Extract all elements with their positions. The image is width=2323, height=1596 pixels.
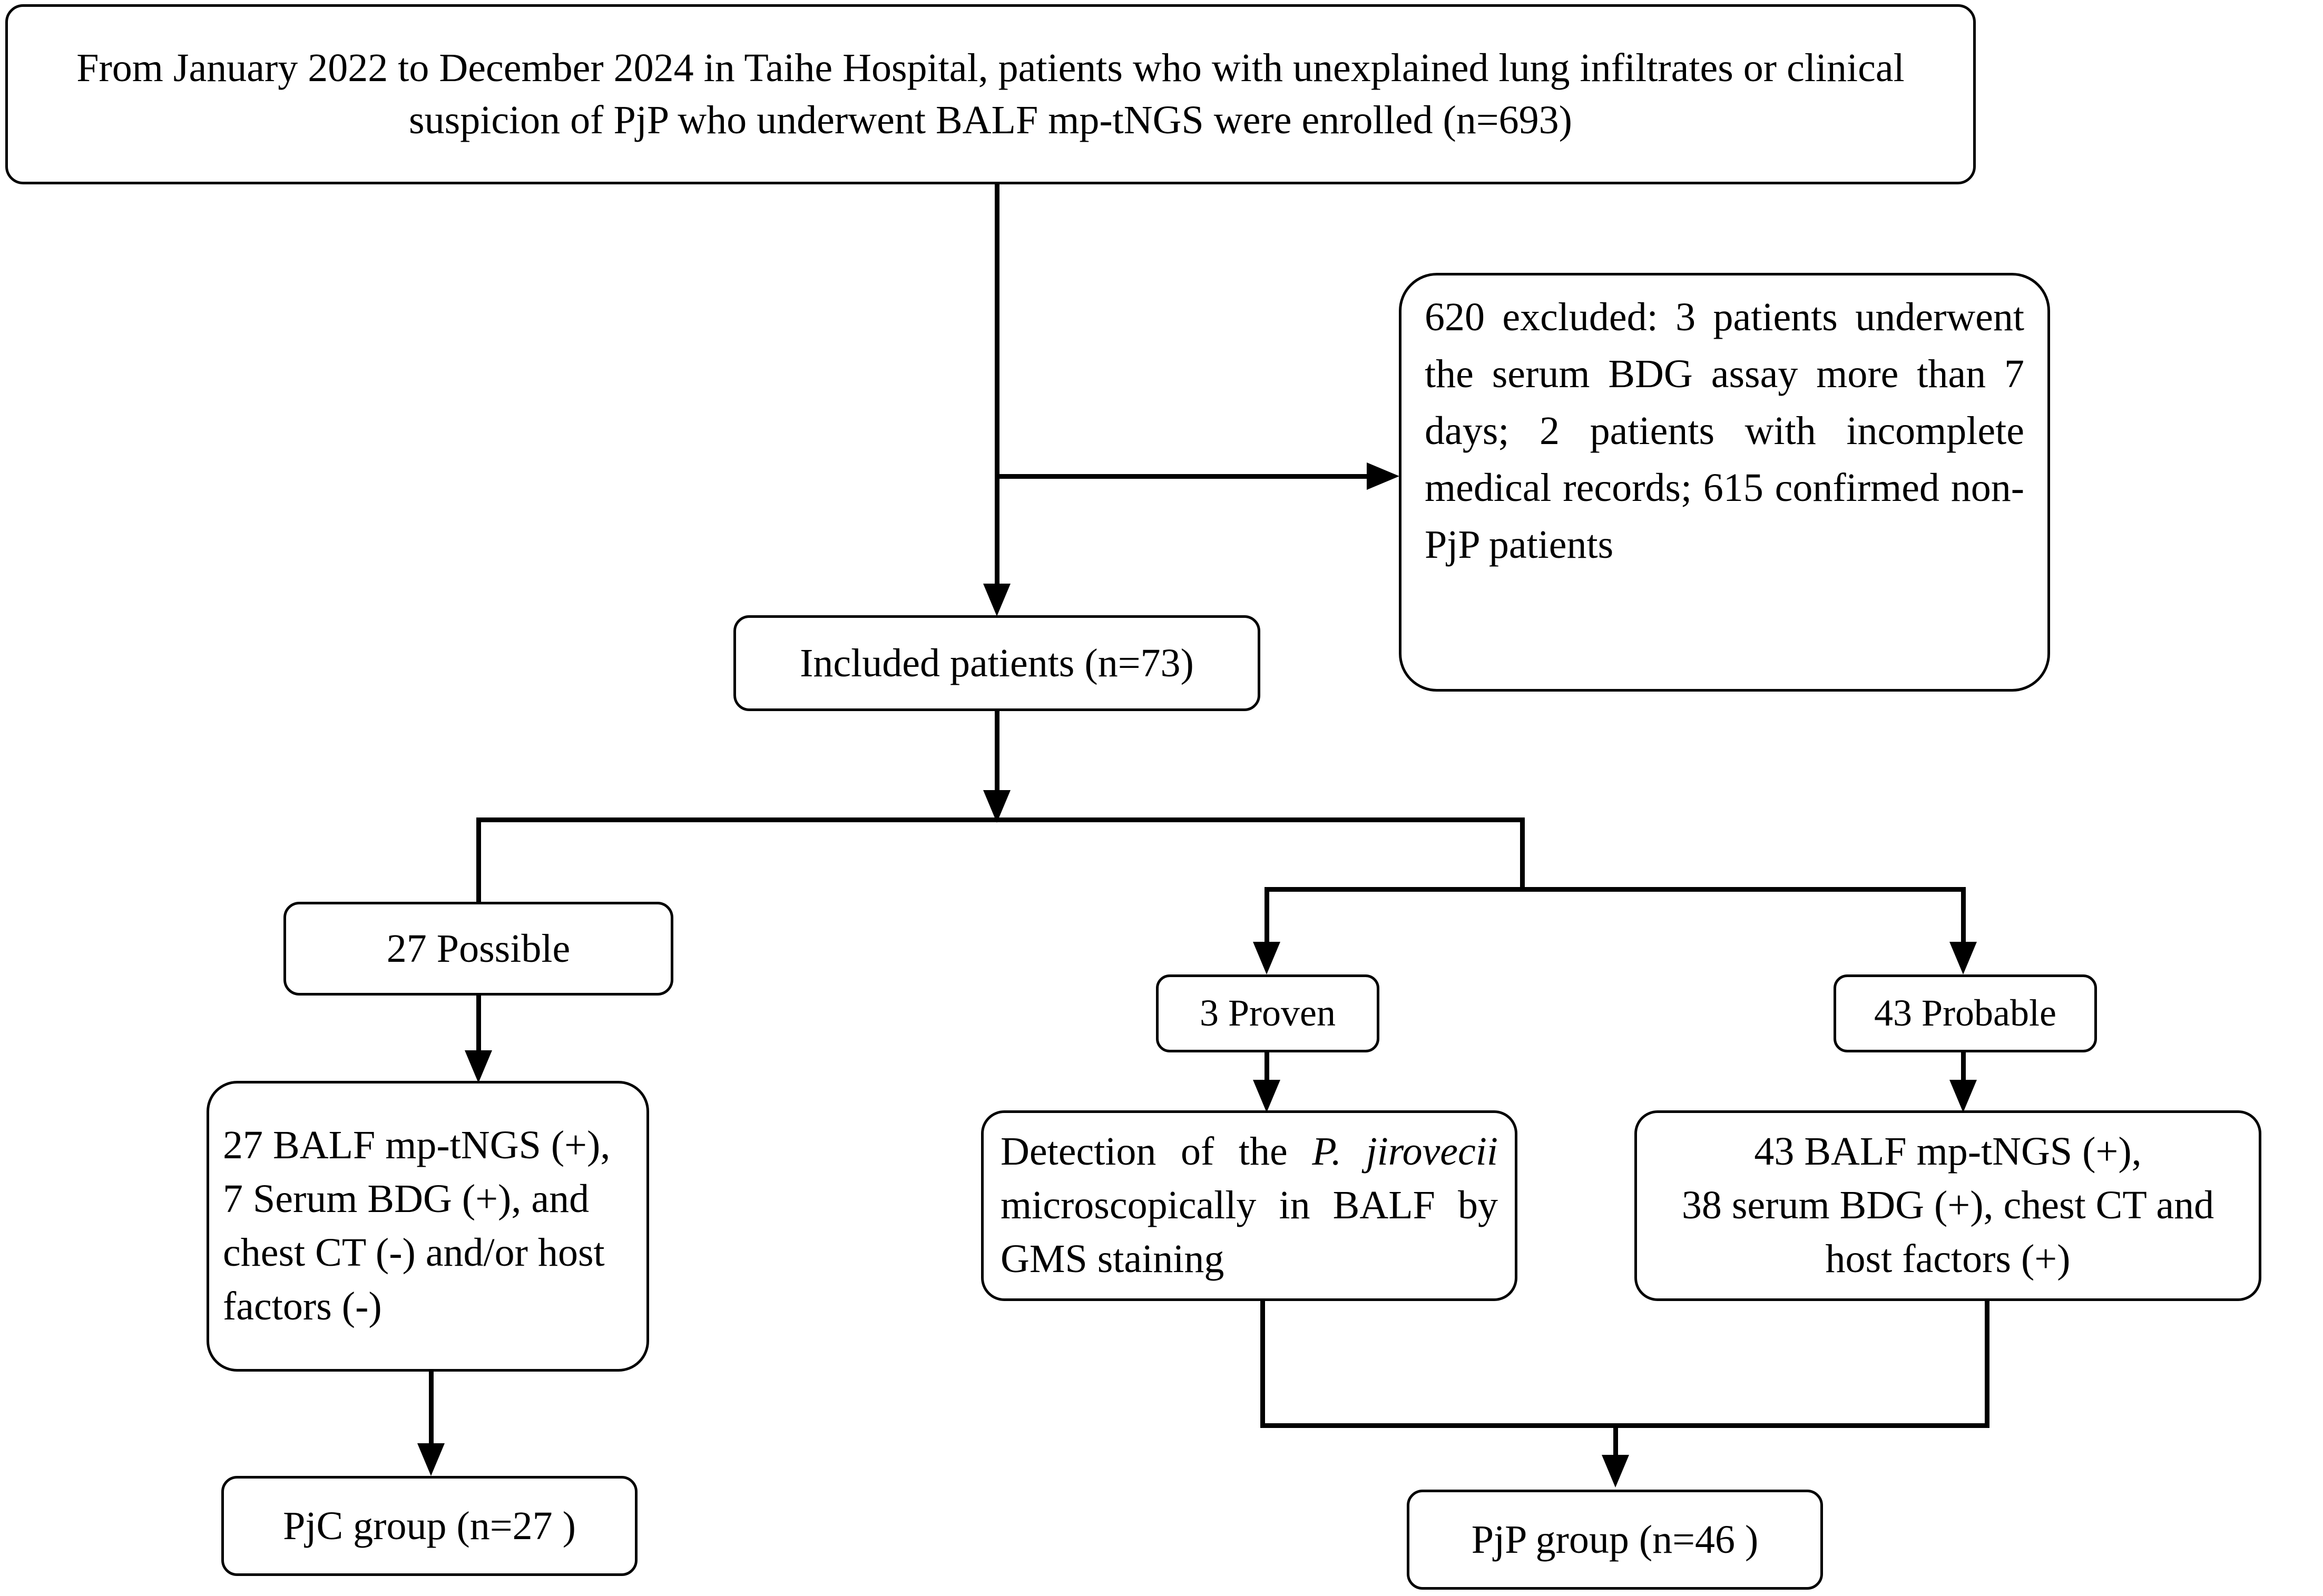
arrowhead-to-proven: [1253, 942, 1280, 974]
probable-line-3: host factors (+): [1825, 1236, 2071, 1281]
probable-line-1: 43 BALF mp-tNGS (+),: [1754, 1129, 2142, 1174]
arrowhead-to-splitbar: [983, 790, 1011, 823]
arrowhead-to-proven-detail: [1253, 1080, 1280, 1112]
node-possible-criteria[interactable]: 27 BALF mp-tNGS (+), 7 Serum BDG (+), an…: [207, 1081, 649, 1372]
connector-merge-bar: [1260, 1423, 1989, 1428]
connector-proven-detail-down: [1260, 1301, 1265, 1427]
connector-split-bar-top: [476, 817, 1525, 822]
node-possible-criteria-text: 27 BALF mp-tNGS (+), 7 Serum BDG (+), an…: [223, 1123, 611, 1328]
connector-to-proven: [1265, 887, 1269, 945]
connector-merge-to-pjp: [1613, 1423, 1618, 1481]
node-included-patients[interactable]: Included patients (n=73): [733, 615, 1260, 711]
connector-split-bar-second: [1265, 887, 1965, 892]
node-probable-text: 43 Probable: [1874, 992, 2056, 1035]
node-proven-count[interactable]: 3 Proven: [1156, 974, 1379, 1052]
connector-split-right-arm: [1520, 817, 1525, 890]
arrowhead-to-excluded: [1367, 462, 1399, 490]
connector-probable-detail-down: [1985, 1301, 1989, 1427]
arrowhead-to-probable-detail: [1949, 1080, 1977, 1112]
proven-species-name: P. jirovecii: [1312, 1129, 1498, 1174]
node-proven-text: 3 Proven: [1200, 992, 1336, 1035]
node-included-text: Included patients (n=73): [800, 641, 1194, 685]
node-probable-criteria[interactable]: 43 BALF mp-tNGS (+), 38 serum BDG (+), ch…: [1634, 1110, 2261, 1301]
arrowhead-to-pjc: [417, 1443, 445, 1476]
connector-enrolled-trunk: [995, 184, 999, 606]
node-excluded-patients[interactable]: 620 excluded: 3 patients underwent the s…: [1399, 273, 2050, 692]
connector-enrolled-to-excluded: [995, 474, 1369, 479]
arrowhead-to-pjp: [1602, 1455, 1629, 1487]
connector-probable-to-detail: [1961, 1052, 1966, 1085]
connector-proven-to-detail: [1265, 1052, 1269, 1085]
proven-text-before: Detection of the: [1001, 1129, 1312, 1174]
arrowhead-to-included: [983, 584, 1011, 616]
connector-possible-to-detail: [476, 996, 481, 1053]
arrowhead-to-probable: [1949, 942, 1977, 974]
node-proven-criteria[interactable]: Detection of the P. jirovecii microscopi…: [981, 1110, 1517, 1301]
connector-detail-to-pjc: [429, 1372, 434, 1445]
node-pjc-group[interactable]: PjC group (n=27 ): [221, 1476, 638, 1576]
node-possible-count[interactable]: 27 Possible: [283, 902, 673, 996]
proven-text-after: microscopically in BALF by GMS staining: [1001, 1183, 1498, 1281]
connector-to-probable: [1961, 887, 1966, 945]
connector-split-left-arm: [476, 817, 481, 906]
probable-line-2: 38 serum BDG (+), chest CT and: [1681, 1183, 2214, 1228]
node-proven-criteria-text: Detection of the P. jirovecii microscopi…: [1001, 1125, 1498, 1286]
node-probable-count[interactable]: 43 Probable: [1834, 974, 2097, 1052]
connector-included-down: [995, 711, 999, 816]
node-pjp-group-text: PjP group (n=46 ): [1471, 1517, 1759, 1562]
arrowhead-to-possible-detail: [465, 1050, 492, 1083]
node-excluded-text: 620 excluded: 3 patients underwent the s…: [1425, 295, 2024, 567]
node-pjp-group[interactable]: PjP group (n=46 ): [1407, 1490, 1823, 1590]
node-enrolled-text: From January 2022 to December 2024 in Ta…: [76, 46, 1905, 142]
node-pjc-group-text: PjC group (n=27 ): [283, 1503, 576, 1548]
node-probable-criteria-text: 43 BALF mp-tNGS (+), 38 serum BDG (+), ch…: [1653, 1125, 2243, 1286]
node-enrolled-patients[interactable]: From January 2022 to December 2024 in Ta…: [5, 4, 1976, 184]
node-possible-text: 27 Possible: [386, 926, 571, 971]
